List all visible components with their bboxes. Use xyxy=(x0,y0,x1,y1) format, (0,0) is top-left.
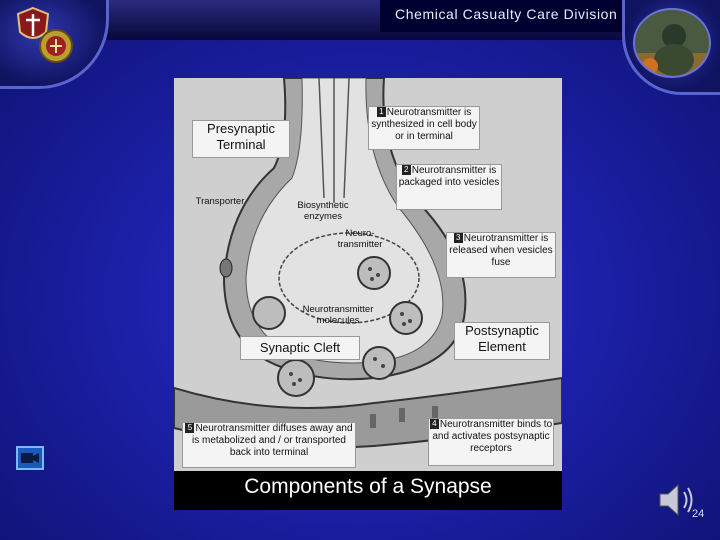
step-1-number: 1 xyxy=(376,107,386,117)
presynaptic-terminal-label: Presynaptic Terminal xyxy=(192,120,290,158)
step-1-text: Neurotransmitter is synthesized in cell … xyxy=(371,107,477,142)
step-3-number: 3 xyxy=(453,233,463,243)
step-4-text: Neurotransmitter binds to and activates … xyxy=(432,419,553,454)
audio-button[interactable] xyxy=(656,478,700,527)
page-number: 24 xyxy=(692,508,705,520)
step-2-number: 2 xyxy=(401,165,411,175)
left-logo-panel xyxy=(0,0,109,89)
army-crest-icon xyxy=(39,29,73,63)
synaptic-cleft-label: Synaptic Cleft xyxy=(240,336,360,360)
medical-seal-icon xyxy=(16,6,50,39)
biosynthetic-enzymes-label: Biosynthetic enzymes xyxy=(297,200,349,222)
step-5-text: Neurotransmitter diffuses away and is me… xyxy=(192,423,353,458)
division-title: Chemical Casualty Care Division xyxy=(395,6,618,22)
neurotransmitter-label: Neuro-transmitter xyxy=(337,228,383,250)
transporter-label: Transporter xyxy=(195,196,245,207)
step-5-number: 5 xyxy=(185,423,195,433)
video-camera-icon xyxy=(21,453,39,463)
synapse-figure: Presynaptic Terminal Transporter Biosynt… xyxy=(174,78,562,510)
neurotransmitter-molecules-label: Neurotransmitter molecules xyxy=(302,304,374,326)
speaker-icon xyxy=(659,483,693,517)
step-2-text: Neurotransmitter is packaged into vesicl… xyxy=(398,165,500,188)
figure-caption: Components of a Synapse xyxy=(174,471,562,510)
step-3-text: Neurotransmitter is released when vesicl… xyxy=(449,233,553,268)
postsynaptic-element-label: Postsynaptic Element xyxy=(454,322,550,360)
soldier-photo-icon xyxy=(633,8,711,78)
video-button[interactable] xyxy=(16,446,44,470)
step-4-number: 4 xyxy=(429,419,439,429)
